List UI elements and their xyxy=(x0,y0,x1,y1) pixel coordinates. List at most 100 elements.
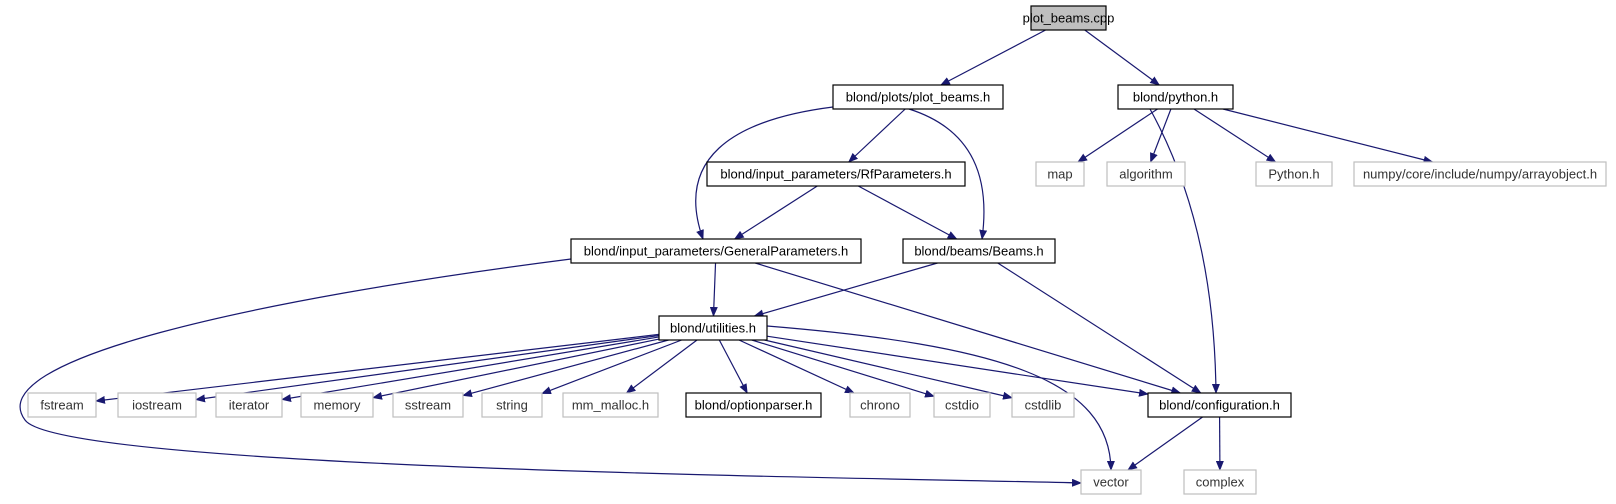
node-label: complex xyxy=(1196,475,1245,490)
node-label: map xyxy=(1047,167,1072,182)
node-label: iostream xyxy=(132,398,182,413)
node-label: vector xyxy=(1093,475,1129,490)
edge-python_h-to-configuration_h xyxy=(1149,108,1220,394)
node-iterator: iterator xyxy=(215,392,283,418)
node-fstream: fstream xyxy=(27,392,97,418)
node-plot-beams-cpp[interactable]: plot_beams.cpp xyxy=(1023,5,1115,31)
node-label: blond/python.h xyxy=(1133,90,1218,105)
node-box xyxy=(1183,469,1257,495)
node-label: plot_beams.cpp xyxy=(1023,11,1115,26)
node-cstdio: cstdio xyxy=(933,392,991,418)
node-box xyxy=(1080,469,1142,495)
node-map: map xyxy=(1035,161,1085,187)
edge-python_h-to-map xyxy=(1077,108,1158,163)
node-box xyxy=(392,392,464,418)
node-box xyxy=(902,238,1056,264)
node-vector: vector xyxy=(1080,469,1142,495)
node-mm-malloc-h: mm_malloc.h xyxy=(562,392,659,418)
edge-plot_beams_cpp-to-python_h xyxy=(1084,29,1161,86)
edge-configuration_h-to-vector xyxy=(1127,416,1203,471)
node-label: fstream xyxy=(40,398,83,413)
edge-rfparameters_h-to-beams_h xyxy=(858,185,958,240)
edge-utilities_h-to-mm_malloc_h xyxy=(625,339,698,394)
edge-generalparameters_h-to-configuration_h xyxy=(755,262,1182,395)
edge-utilities_h-to-iterator xyxy=(281,336,660,402)
edge-beams_h-to-configuration_h xyxy=(997,262,1202,394)
node-rfparameters-h[interactable]: blond/input_parameters/RfParameters.h xyxy=(706,161,966,187)
node-string: string xyxy=(481,392,543,418)
node-box xyxy=(849,392,911,418)
node-label: Python.h xyxy=(1268,167,1319,182)
node-generalparameters-h[interactable]: blond/input_parameters/GeneralParameters… xyxy=(570,238,862,264)
node-box xyxy=(1117,84,1234,110)
node-box xyxy=(215,392,283,418)
node-label: mm_malloc.h xyxy=(572,398,649,413)
node-plot-beams-h[interactable]: blond/plots/plot_beams.h xyxy=(832,84,1004,110)
edge-utilities_h-to-cstdlib xyxy=(764,339,1013,400)
edge-python_h-to-Python_h xyxy=(1193,108,1277,163)
node-label: iterator xyxy=(229,398,270,413)
node-box xyxy=(117,392,197,418)
node-box xyxy=(658,315,768,341)
edge-utilities_h-to-memory xyxy=(372,338,660,400)
edge-generalparameters_h-to-vector xyxy=(19,258,1082,487)
node-memory: memory xyxy=(300,392,374,418)
node-box xyxy=(481,392,543,418)
node-label: string xyxy=(496,398,528,413)
node-chrono: chrono xyxy=(849,392,911,418)
node-box xyxy=(1147,392,1292,418)
node-label: blond/beams/Beams.h xyxy=(914,244,1043,259)
edge-utilities_h-to-iostream xyxy=(195,334,660,403)
node-configuration-h[interactable]: blond/configuration.h xyxy=(1147,392,1292,418)
edge-utilities_h-to-configuration_h xyxy=(766,335,1149,397)
node-box xyxy=(1011,392,1075,418)
node-Python-h: Python.h xyxy=(1255,161,1333,187)
edge-python_h-to-algorithm xyxy=(1150,108,1172,163)
node-iostream: iostream xyxy=(117,392,197,418)
node-box xyxy=(27,392,97,418)
node-label: blond/optionparser.h xyxy=(695,398,813,413)
node-complex: complex xyxy=(1183,469,1257,495)
node-label: algorithm xyxy=(1119,167,1172,182)
node-box xyxy=(933,392,991,418)
node-box xyxy=(570,238,862,264)
edge-plot_beams_h-to-generalparameters_h xyxy=(695,106,834,240)
edge-rfparameters_h-to-generalparameters_h xyxy=(733,185,818,240)
node-box xyxy=(685,392,822,418)
node-box xyxy=(1106,161,1186,187)
edge-utilities_h-to-cstdio xyxy=(751,339,935,398)
edge-utilities_h-to-vector xyxy=(766,325,1115,471)
node-cstdlib: cstdlib xyxy=(1011,392,1075,418)
node-algorithm: algorithm xyxy=(1106,161,1186,187)
edge-generalparameters_h-to-utilities_h xyxy=(709,262,718,317)
edge-plot_beams_h-to-beams_h xyxy=(908,108,988,240)
node-label: blond/utilities.h xyxy=(670,321,756,336)
edge-utilities_h-to-fstream xyxy=(95,333,660,404)
node-beams-h[interactable]: blond/beams/Beams.h xyxy=(902,238,1056,264)
node-box xyxy=(1030,5,1107,31)
node-label: blond/configuration.h xyxy=(1159,398,1280,413)
node-label: sstream xyxy=(405,398,451,413)
node-label: blond/input_parameters/GeneralParameters… xyxy=(584,244,848,259)
edge-beams_h-to-utilities_h xyxy=(753,262,938,318)
node-label: cstdlib xyxy=(1025,398,1062,413)
node-label: memory xyxy=(314,398,361,413)
node-box xyxy=(832,84,1004,110)
node-utilities-h[interactable]: blond/utilities.h xyxy=(658,315,768,341)
node-box xyxy=(300,392,374,418)
node-label: cstdio xyxy=(945,398,979,413)
node-box xyxy=(1353,161,1607,187)
node-label: chrono xyxy=(860,398,900,413)
edge-utilities_h-to-sstream xyxy=(462,339,669,398)
node-optionparser-h[interactable]: blond/optionparser.h xyxy=(685,392,822,418)
edge-plot_beams_cpp-to-plot_beams_h xyxy=(939,29,1046,86)
node-label: blond/input_parameters/RfParameters.h xyxy=(720,167,951,182)
node-label: blond/plots/plot_beams.h xyxy=(846,90,991,105)
node-box xyxy=(562,392,659,418)
node-python-h[interactable]: blond/python.h xyxy=(1117,84,1234,110)
edge-utilities_h-to-chrono xyxy=(738,339,855,394)
edge-python_h-to-arrayobject_h xyxy=(1222,108,1434,164)
edge-plot_beams_h-to-rfparameters_h xyxy=(848,108,906,163)
